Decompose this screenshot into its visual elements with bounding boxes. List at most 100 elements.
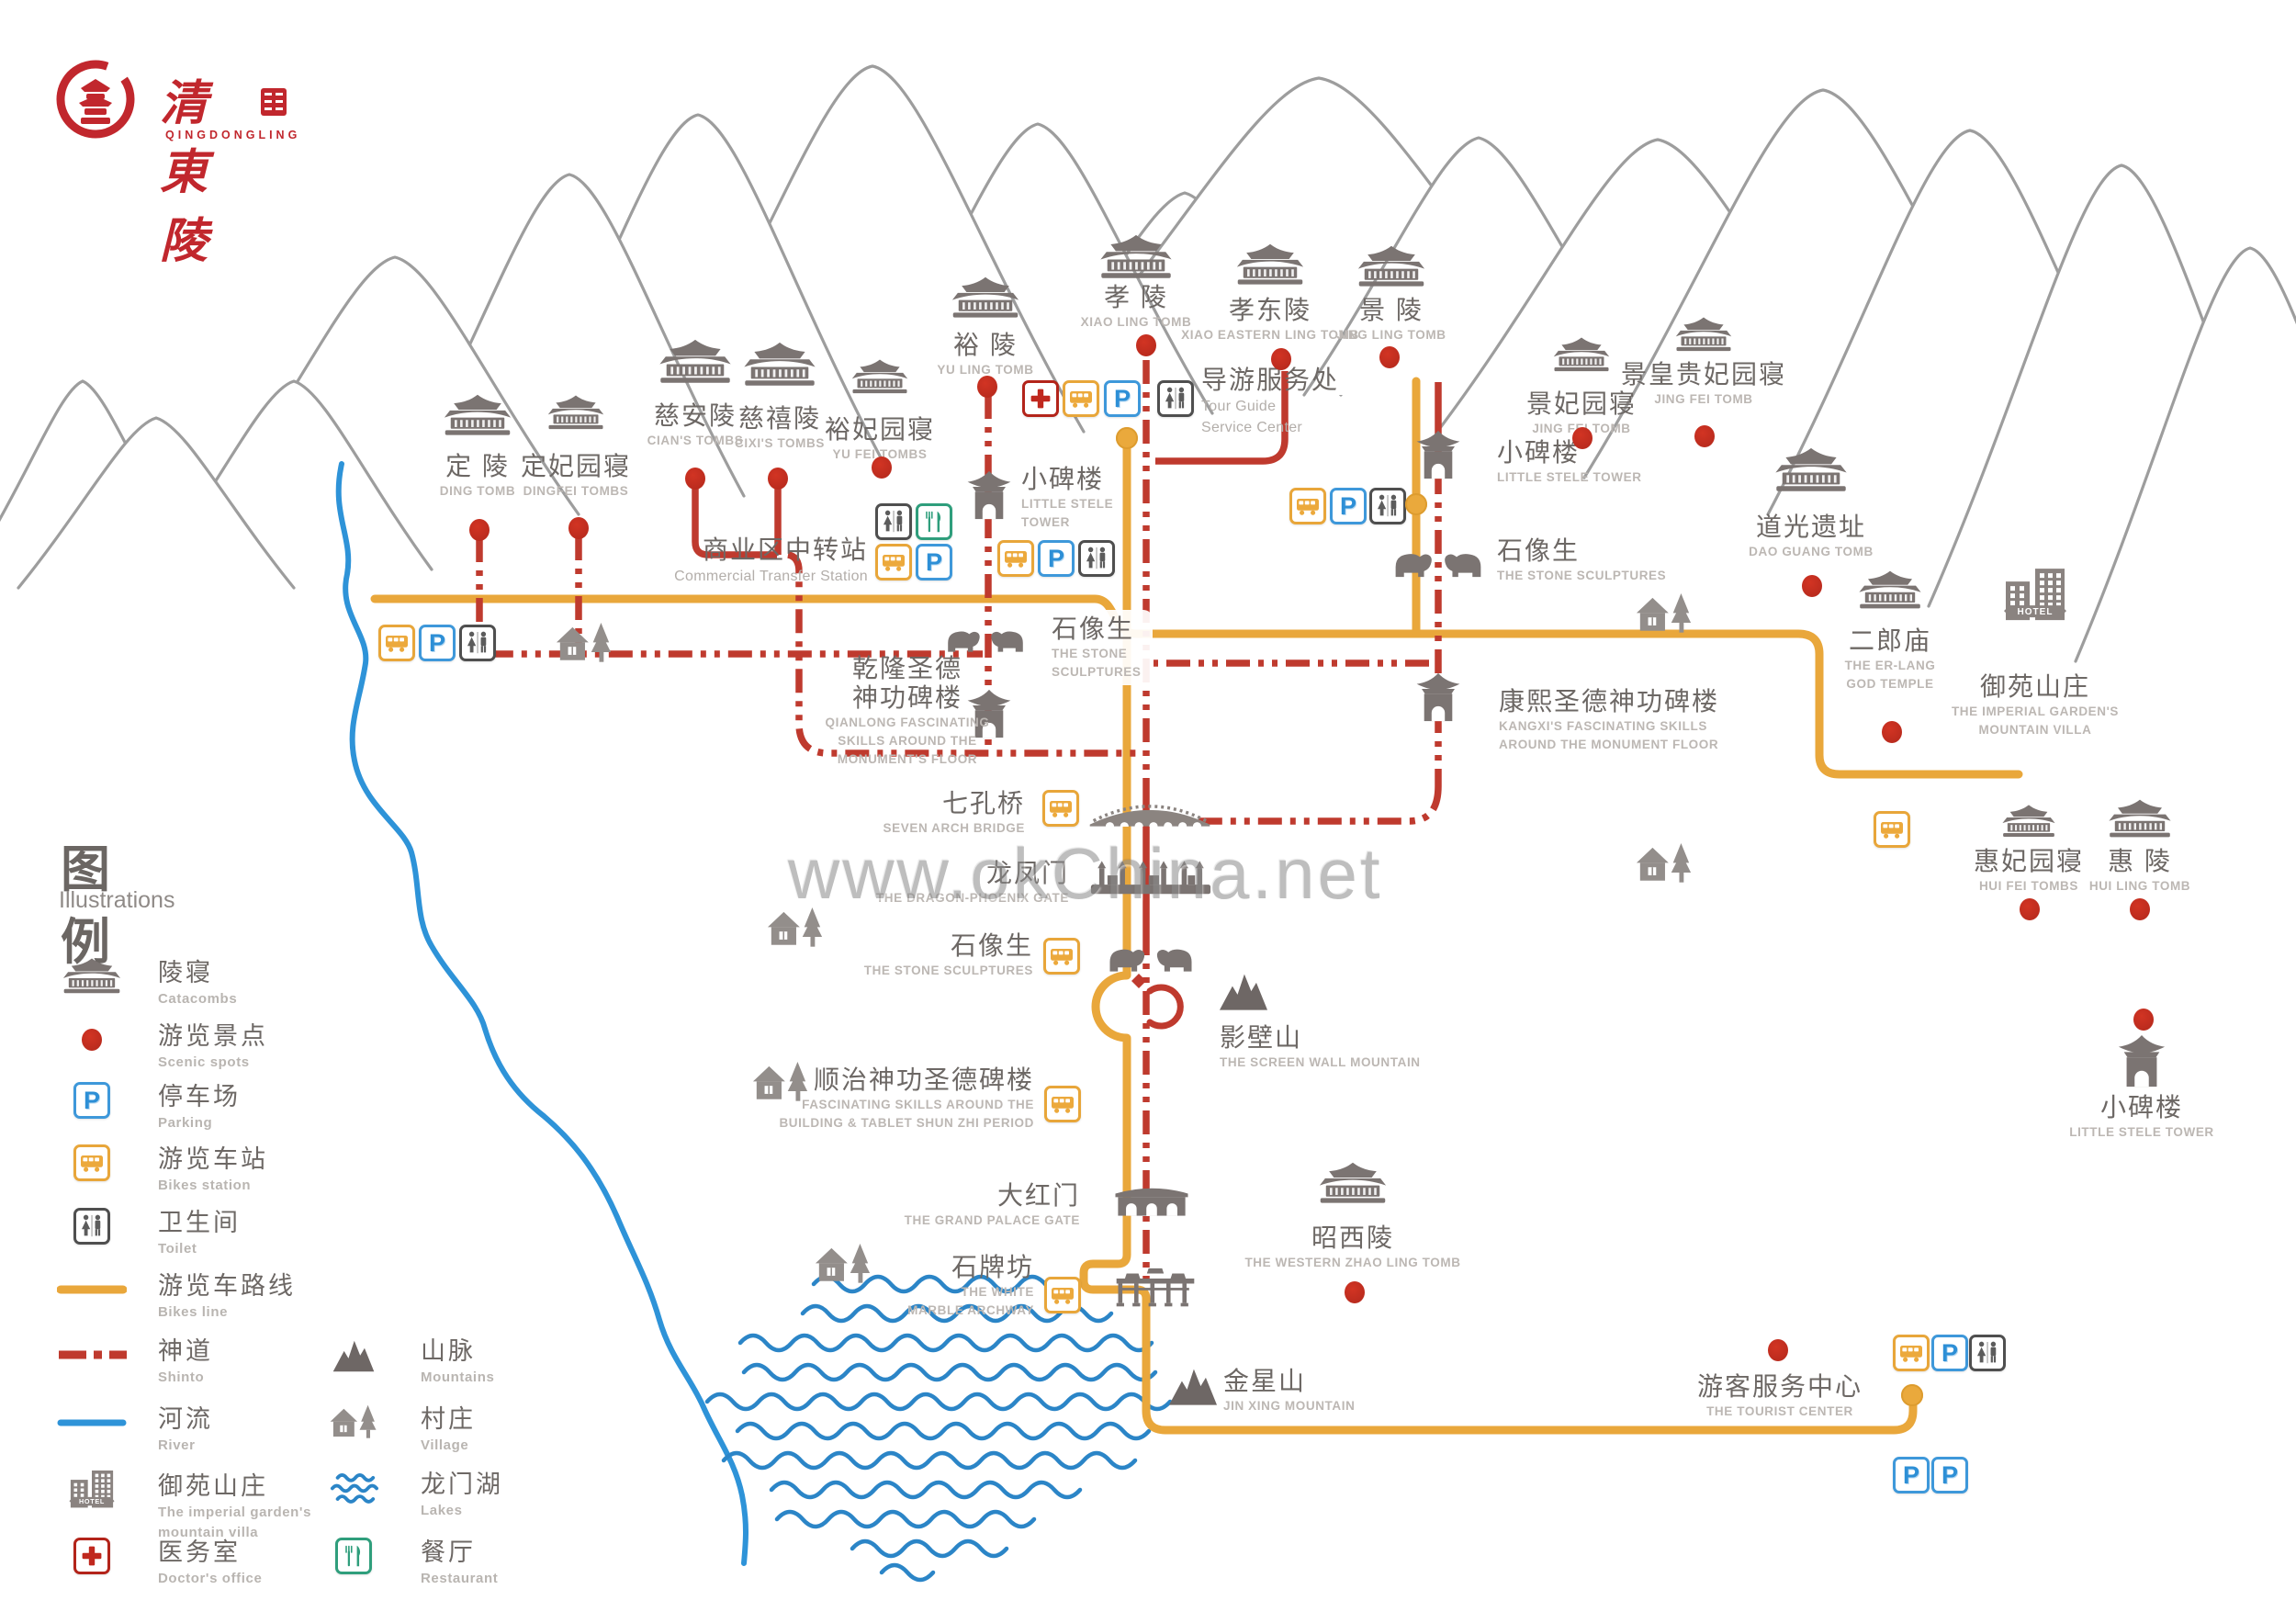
parking-icon[interactable]: P: [419, 625, 456, 661]
parking-icon[interactable]: P: [1893, 1457, 1930, 1493]
bus-icon[interactable]: [1874, 811, 1910, 848]
bus-icon[interactable]: [1063, 380, 1099, 417]
scenic-spot-dot[interactable]: [1768, 1339, 1788, 1361]
stone-sculptures-l-icon[interactable]: [1107, 938, 1195, 973]
bus-icon[interactable]: [378, 625, 415, 661]
western-zhaoling-tomb-icon[interactable]: [1313, 1161, 1392, 1205]
scenic-spot-dot[interactable]: [2130, 898, 2150, 920]
parking-icon[interactable]: P: [1104, 380, 1141, 417]
scenic-spot-dot[interactable]: [1572, 427, 1593, 449]
scenic-spot-dot[interactable]: [977, 376, 997, 398]
parking-icon[interactable]: P: [916, 544, 952, 580]
jingfei-tomb-icon[interactable]: [1548, 336, 1615, 373]
toilet-icon[interactable]: [1369, 488, 1406, 524]
cixi-tombs-icon[interactable]: [737, 341, 822, 389]
parking-icon[interactable]: P: [1330, 488, 1367, 524]
medical-icon[interactable]: [1022, 380, 1059, 417]
huiling-tomb-icon[interactable]: [2103, 798, 2177, 840]
bus-icon[interactable]: [1043, 938, 1080, 975]
scenic-spot-dot[interactable]: [1271, 348, 1291, 370]
kangxi-stele-tower-icon[interactable]: [1413, 671, 1463, 725]
scenic-spot-dot[interactable]: [2133, 1009, 2154, 1031]
bike-route-stop-node[interactable]: [1405, 493, 1427, 515]
parking-icon[interactable]: P: [1931, 1335, 1968, 1371]
xiao-eastern-ling-tomb-icon[interactable]: [1231, 242, 1310, 287]
scenic-spot-dot[interactable]: [1136, 334, 1156, 356]
scenic-spot-dot[interactable]: [1345, 1281, 1365, 1303]
xiaoling-tomb-icon[interactable]: [1094, 233, 1178, 281]
toilet-icon[interactable]: [1157, 380, 1194, 417]
bus-icon[interactable]: [875, 544, 912, 580]
legend-river-icon: [57, 1418, 127, 1427]
white-marble-archway-icon[interactable]: [1113, 1268, 1198, 1307]
erlang-temple-icon[interactable]: [1853, 569, 1927, 611]
ding-tomb-icon[interactable]: [438, 393, 517, 437]
scenic-spot-dot[interactable]: [469, 519, 490, 541]
toilet-icon[interactable]: [459, 625, 496, 661]
parking-icon[interactable]: P: [1931, 1457, 1968, 1493]
scenic-spot-dot[interactable]: [2020, 898, 2040, 920]
little-stele-tower-se-icon[interactable]: [2115, 1033, 2168, 1090]
daoguang-tomb-icon[interactable]: [1769, 446, 1853, 494]
scenic-spot-dot[interactable]: [872, 456, 892, 479]
restaurant-icon[interactable]: [916, 503, 952, 540]
bus-icon[interactable]: [997, 540, 1034, 577]
watermark: www.okChina.net: [788, 833, 1383, 914]
bus-icon[interactable]: [1042, 790, 1079, 827]
yufei-tombs-icon[interactable]: [847, 358, 913, 395]
logo-subtitle: QINGDONGLING: [165, 129, 301, 141]
scenic-spot-dot[interactable]: [568, 517, 589, 539]
dingfei-tombs-icon[interactable]: [543, 394, 609, 431]
screen-wall-mountain-icon[interactable]: [1218, 969, 1269, 1011]
dragon-phoenix-gate-icon[interactable]: [1088, 858, 1213, 899]
bus-icon[interactable]: [1289, 488, 1326, 524]
toilet-icon[interactable]: [1078, 540, 1115, 577]
bus-icon[interactable]: [1044, 1277, 1081, 1313]
scenic-spot-dot[interactable]: [685, 468, 705, 490]
cian-tombs-icon[interactable]: [653, 338, 737, 386]
qianlong-stele-tower-icon[interactable]: [964, 688, 1014, 741]
toilet-icon[interactable]: [1969, 1335, 2006, 1371]
bike-route-stop-node[interactable]: [1116, 427, 1138, 449]
jingling-tomb-icon[interactable]: [1352, 244, 1431, 288]
imperial-garden-villa-icon[interactable]: HOTEL: [2002, 565, 2068, 626]
stone-sculptures-c-icon[interactable]: [945, 621, 1026, 653]
bus-icon[interactable]: [1044, 1086, 1081, 1122]
toilet-icon[interactable]: [875, 503, 912, 540]
jing-imperial-fei-tomb-icon[interactable]: [1671, 316, 1737, 353]
village-icon: [751, 1060, 810, 1105]
bike-route-stop-node[interactable]: [1901, 1384, 1923, 1406]
grand-palace-gate-icon[interactable]: [1111, 1181, 1192, 1218]
legend-title: 图例: [61, 842, 116, 970]
huifei-tombs-icon[interactable]: [1998, 804, 2060, 839]
scenic-spot-dot[interactable]: [1802, 575, 1822, 597]
little-stele-tower-c-icon[interactable]: [964, 469, 1014, 523]
little-stele-tower-r-icon[interactable]: [1413, 429, 1463, 482]
seven-arch-bridge-icon[interactable]: [1089, 794, 1210, 831]
scenic-spot-dot[interactable]: [768, 468, 788, 490]
scenic-spot-dot[interactable]: [1694, 425, 1715, 447]
stone-sculptures-r-icon[interactable]: [1392, 542, 1484, 579]
scenic-spot-dot[interactable]: [1379, 346, 1400, 368]
jinxing-mountain-icon[interactable]: [1167, 1364, 1219, 1406]
scenic-spot-dot[interactable]: [1882, 721, 1902, 743]
bus-icon[interactable]: [1893, 1335, 1930, 1371]
legend-parking-icon: P: [73, 1082, 110, 1119]
yuling-tomb-icon[interactable]: [946, 276, 1025, 320]
parking-icon[interactable]: P: [1038, 540, 1075, 577]
